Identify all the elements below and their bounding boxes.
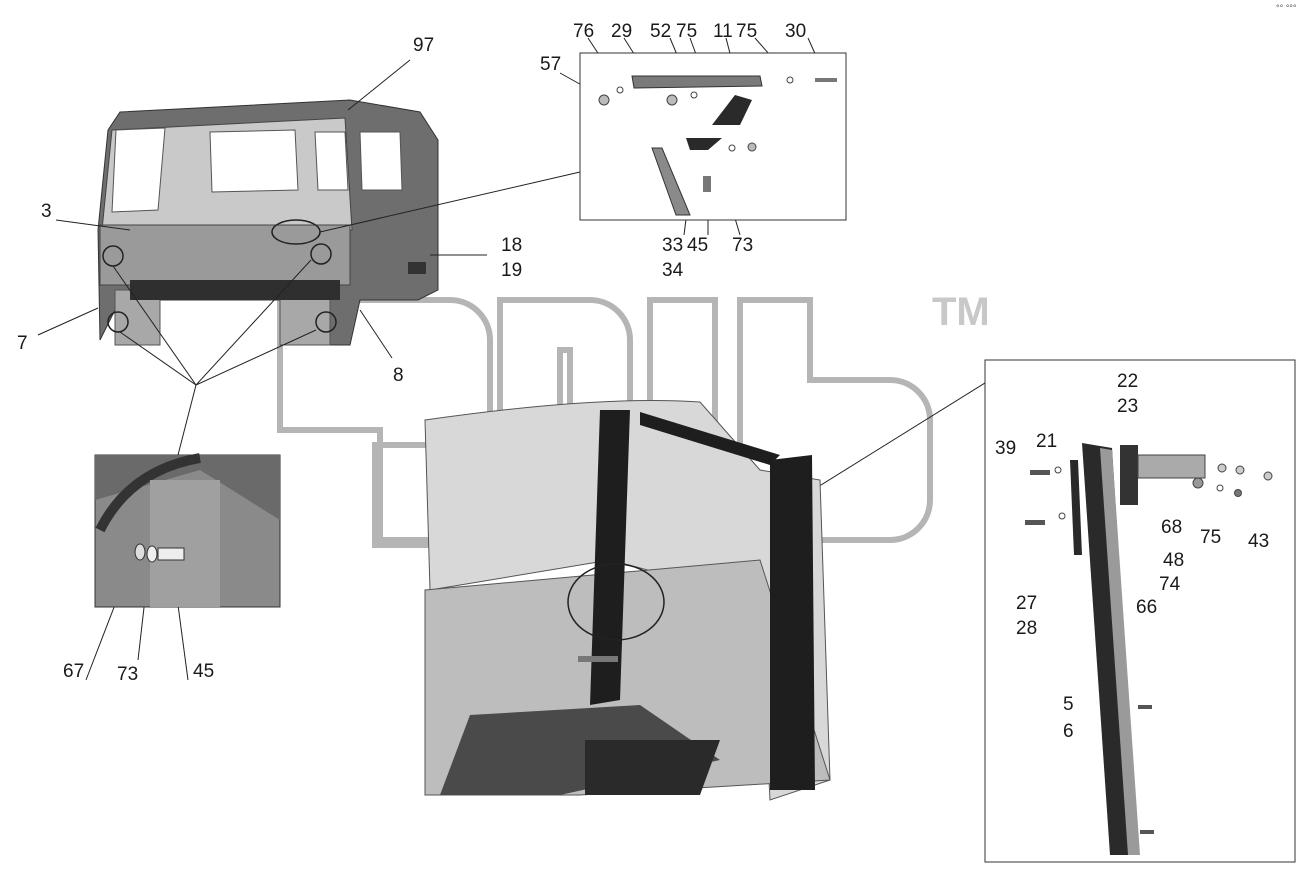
label-45-top: 45 — [687, 235, 709, 256]
label-57: 57 — [540, 54, 562, 75]
label-68: 68 — [1161, 517, 1183, 538]
label-33: 33 — [662, 235, 684, 256]
pillar-detail-box — [984, 359, 1296, 863]
label-19: 19 — [501, 260, 523, 281]
label-67: 67 — [63, 661, 85, 682]
label-73-top: 73 — [732, 235, 754, 256]
label-39: 39 — [995, 438, 1017, 459]
label-75-top-a: 75 — [676, 21, 698, 42]
label-45-bottom: 45 — [193, 661, 215, 682]
label-3: 3 — [41, 201, 52, 222]
label-48: 48 — [1163, 550, 1185, 571]
trademark-symbol: TM — [932, 290, 990, 334]
door-frame-illustration — [424, 399, 831, 801]
label-7: 7 — [17, 333, 28, 354]
label-27: 27 — [1016, 593, 1038, 614]
bolt-parts — [95, 453, 280, 607]
label-97: 97 — [413, 35, 435, 56]
label-75-right: 75 — [1200, 527, 1222, 548]
label-23: 23 — [1117, 396, 1139, 417]
label-76: 76 — [573, 21, 595, 42]
hinge-parts — [598, 75, 837, 216]
pillar-parts — [1025, 443, 1273, 855]
label-28: 28 — [1016, 618, 1038, 639]
label-34: 34 — [662, 260, 684, 281]
label-73-bottom: 73 — [117, 664, 139, 685]
label-8: 8 — [393, 365, 404, 386]
label-29: 29 — [611, 21, 633, 42]
label-74: 74 — [1159, 574, 1181, 595]
label-21: 21 — [1036, 431, 1058, 452]
label-5: 5 — [1063, 694, 1074, 715]
corner-mark: °° °°° — [1276, 3, 1297, 13]
label-75-top-b: 75 — [736, 21, 758, 42]
label-22: 22 — [1117, 371, 1139, 392]
label-66: 66 — [1136, 597, 1158, 618]
label-30: 30 — [785, 21, 807, 42]
label-18: 18 — [501, 235, 523, 256]
label-43: 43 — [1248, 531, 1270, 552]
cab-illustration — [97, 99, 439, 346]
label-52: 52 — [650, 21, 672, 42]
label-6: 6 — [1063, 721, 1074, 742]
label-11: 11 — [713, 21, 733, 42]
